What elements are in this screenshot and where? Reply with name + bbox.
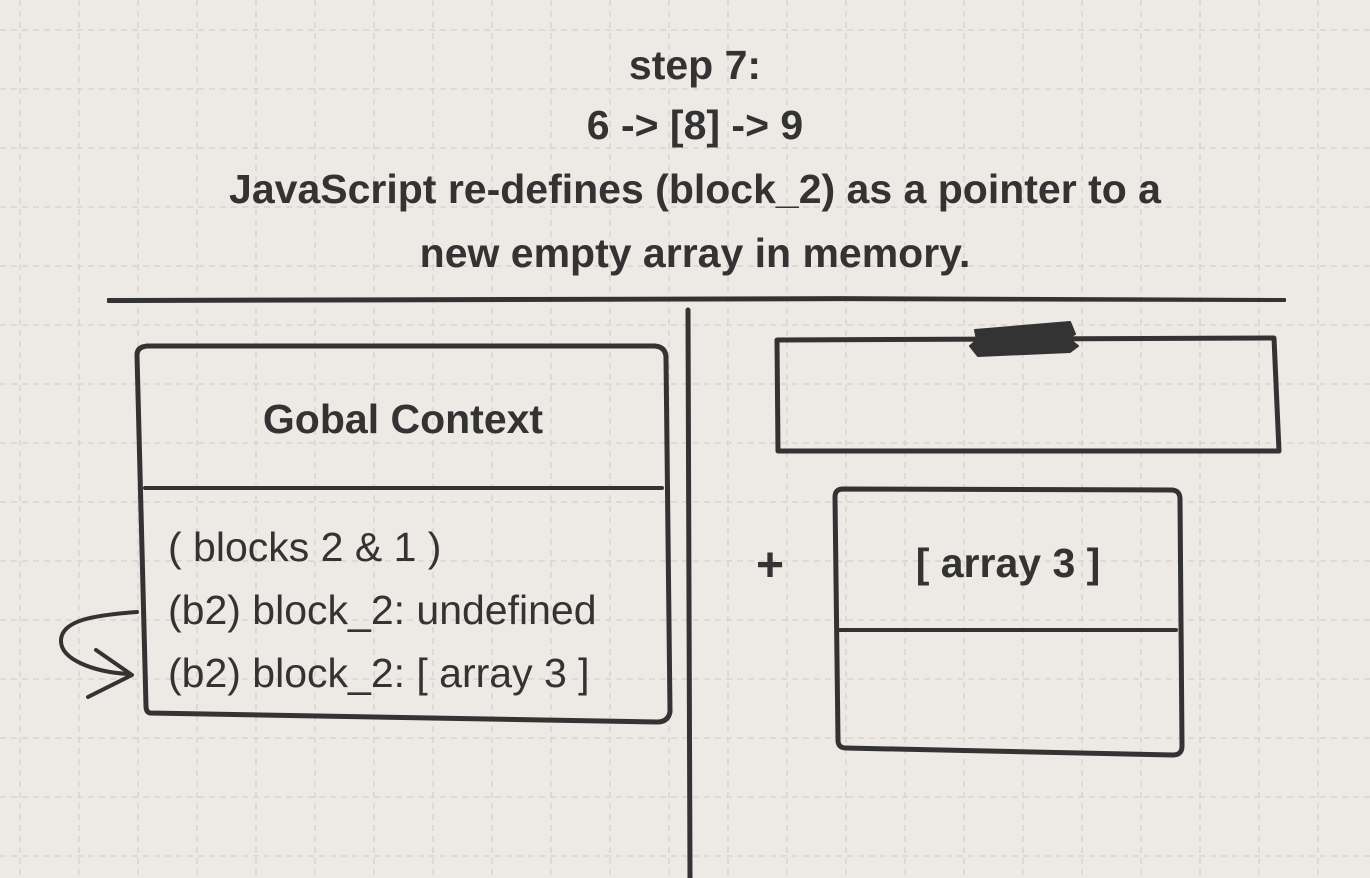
- global-context-title: Gobal Context: [262, 396, 544, 442]
- array-3-box: [832, 486, 1185, 758]
- memory-placeholder-box: [774, 335, 1282, 454]
- arrowhead-icon: [86, 648, 134, 699]
- context-row-scope: ( blocks 2 & 1 ): [168, 524, 442, 570]
- sequence-label: 6 -> [8] -> 9: [586, 102, 804, 148]
- array-3-contents: [850, 650, 1170, 740]
- curved-arrow-icon: [58, 610, 139, 676]
- tape-scribble-icon: [969, 321, 1079, 357]
- description-line-2: new empty array in memory.: [419, 230, 971, 276]
- context-row-block2-array: (b2) block_2: [ array 3 ]: [168, 650, 590, 696]
- plus-symbol: +: [756, 539, 785, 592]
- title-divider-line: [107, 296, 1286, 303]
- description-line-1: JavaScript re-defines (block_2) as a poi…: [229, 166, 1161, 212]
- step-label: step 7:: [628, 42, 762, 88]
- array-3-title: [ array 3 ]: [915, 540, 1101, 586]
- context-row-block2-undefined: (b2) block_2: undefined: [168, 587, 597, 633]
- vertical-divider-line: [685, 307, 693, 878]
- global-context-box: [134, 343, 673, 725]
